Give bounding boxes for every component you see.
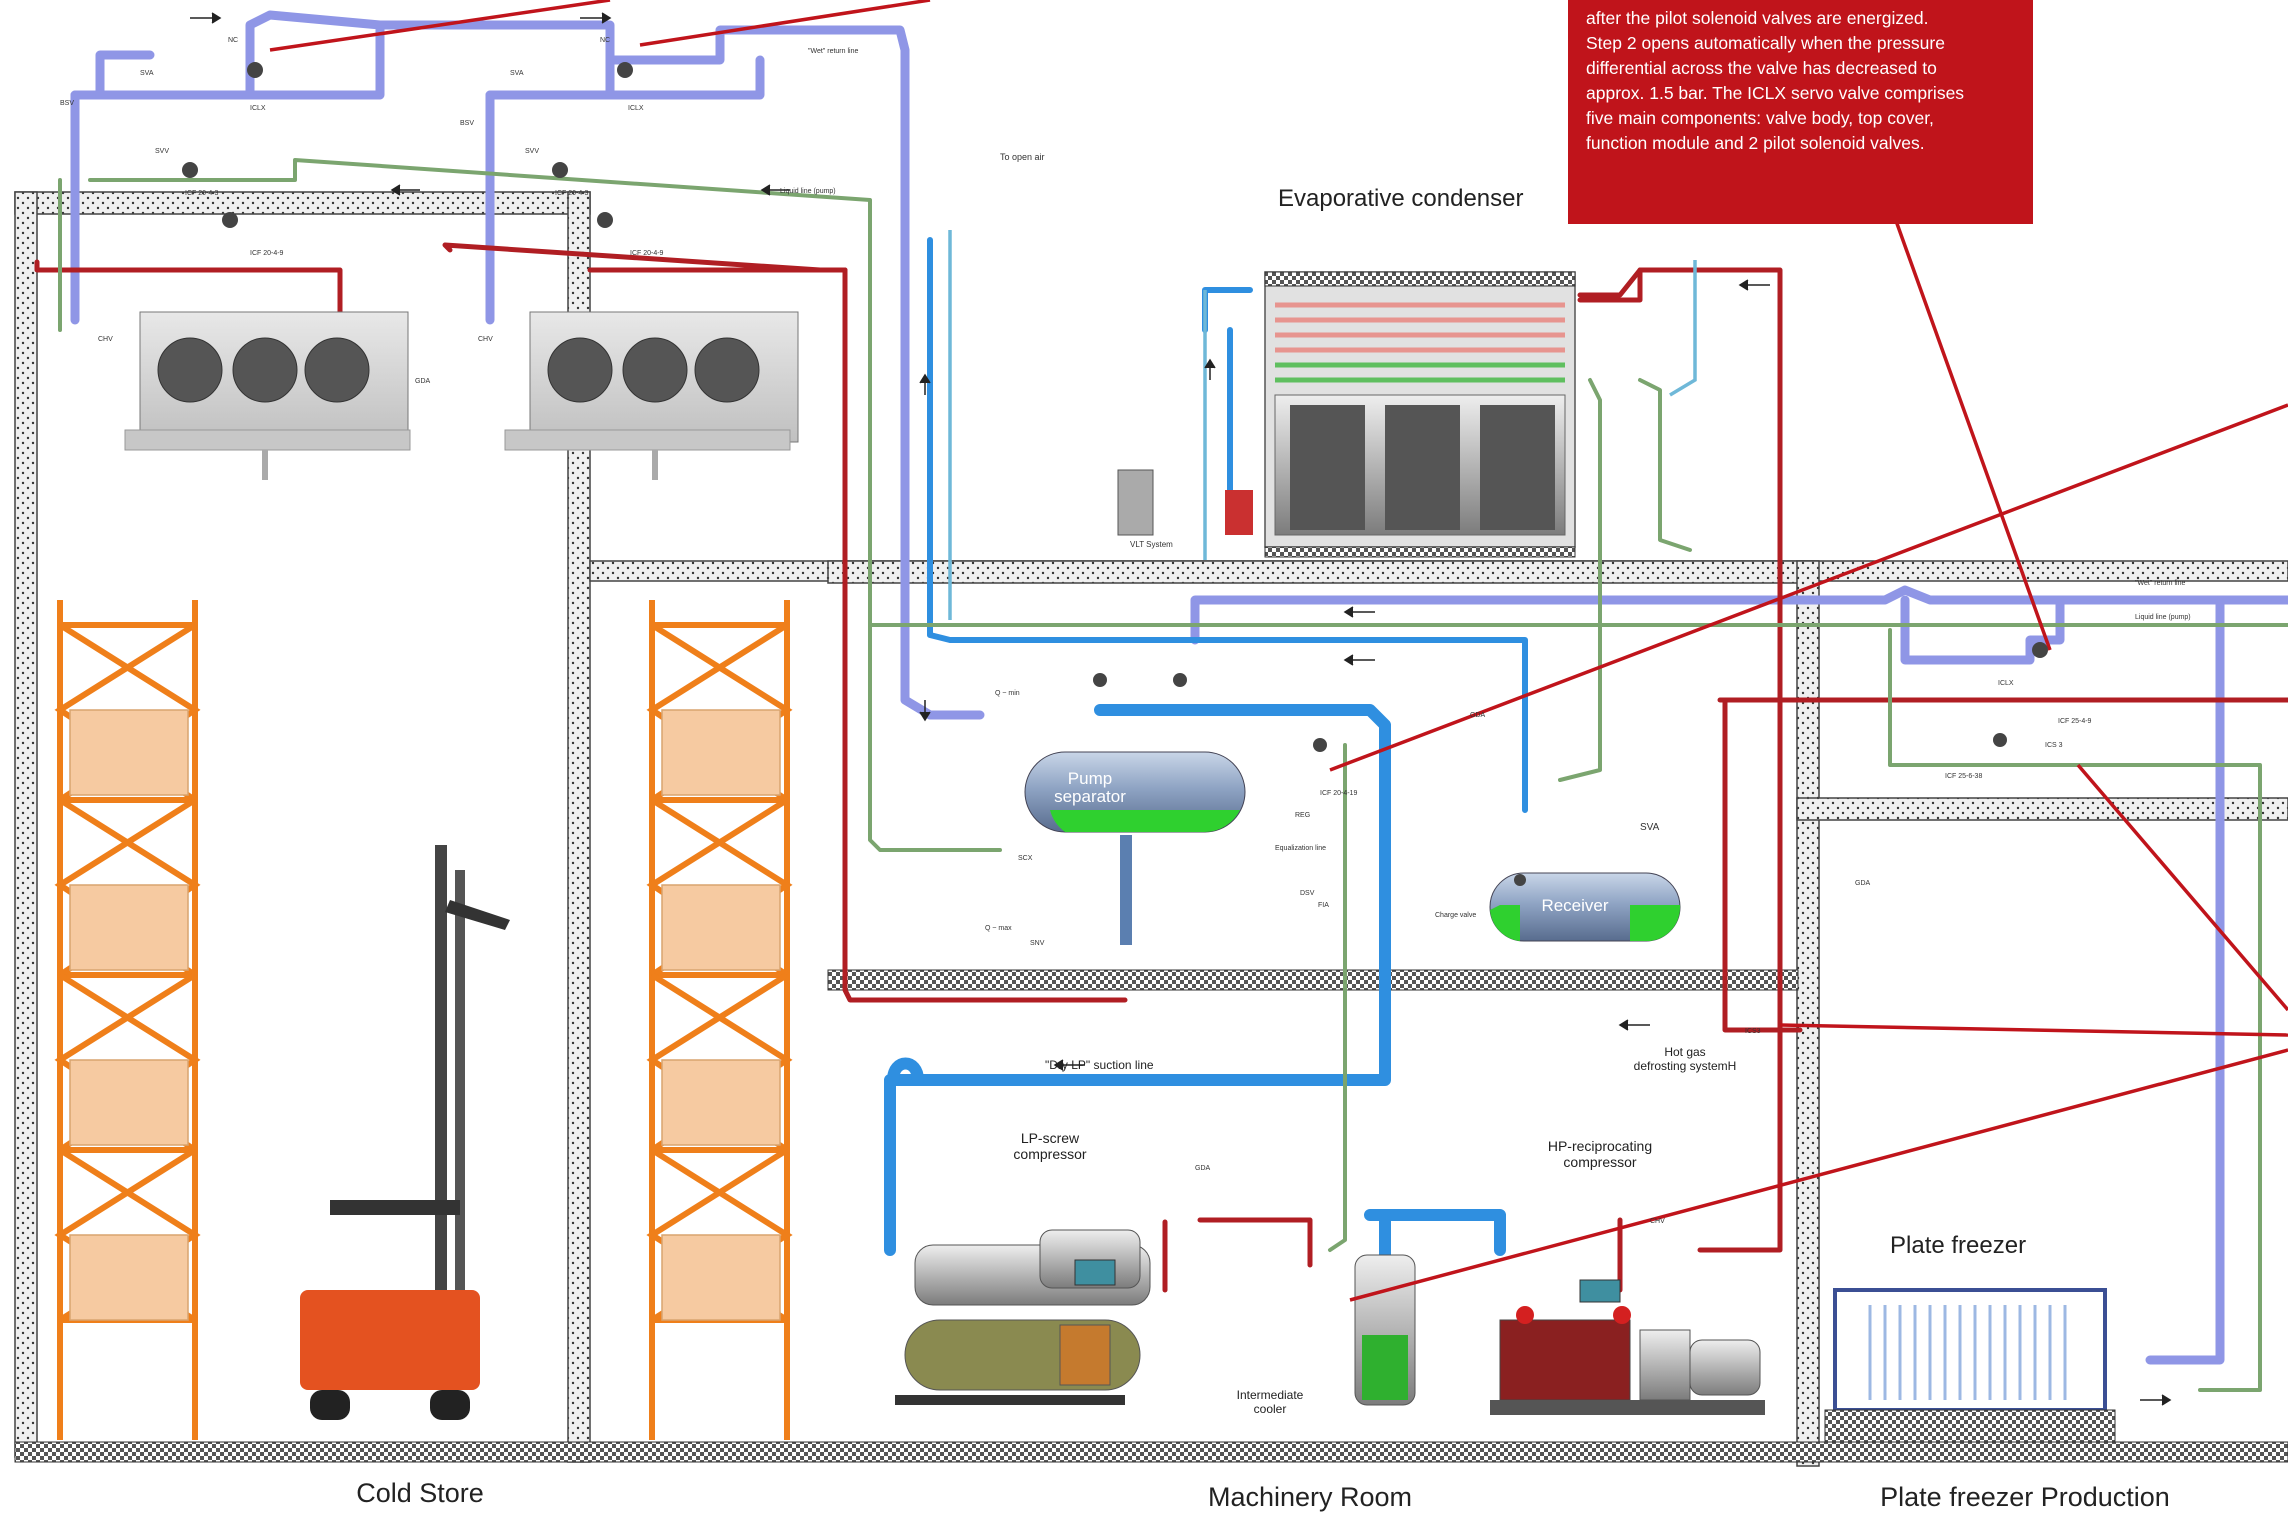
tag-gda-plate-freezer: GDA [1855,880,1871,887]
air-cooler-right [504,311,799,480]
tag-snv: SNV [1030,940,1045,947]
air-cooler-left [124,311,411,480]
forklift [300,845,510,1420]
receiver [1489,872,1681,942]
flow-arrows [190,12,2172,1406]
tag-icf-20-4-19: ICF 20-4-19 [1320,790,1358,797]
label-plate-freezer: Plate freezer [1890,1232,2027,1259]
label-equalization-line: Equalization line [1275,845,1326,852]
tag-gda-compressor: GDA [1195,1165,1211,1172]
tag-svv-2: SVV [525,148,540,155]
callout-line: differential across the valve has decrea… [1586,58,1937,78]
label-vlt-system: VLT System [1130,540,1173,549]
label-intermediate-cooler: Intermediate cooler [1236,1388,1304,1416]
tag-icf-20-4-9-1: ICF 20-4-9 [250,250,284,257]
plate-freezer [1824,1288,2116,1443]
label-liquid-line-pump-right: Liquid line (pump) [2135,614,2191,621]
tag-icf-20-4-3-1: ICF 20-4-3 [185,190,219,197]
tag-scx: SCX [1018,855,1033,862]
hp-reciprocating-compressor [1490,1279,1765,1415]
tag-bsv-1: BSV [60,100,75,107]
tag-iclx-2: ICLX [628,105,644,112]
tag-sva-receiver: SVA [1640,822,1660,833]
label-dry-lp-suction-line: "Dry LP" suction line [1045,1058,1154,1072]
valve-symbols [182,62,2048,886]
label-hp-reciprocating-compressor: HP-reciprocating compressor [1547,1138,1653,1170]
label-charge-valve: Charge valve [1435,912,1477,919]
callout-line: Step 2 opens automatically when the pres… [1586,33,1945,53]
tag-dsv: DSV [1300,890,1315,897]
tag-q-min: Q ~ min [995,690,1020,697]
tag-icf-25-6-38: ICF 25-6-38 [1945,773,1983,780]
tag-fia: FIA [1318,902,1329,909]
tag-chv-hp: CHV [1650,1218,1665,1225]
callout-box: after the pilot solenoid valves are ener… [1568,0,2033,224]
label-liquid-line-pump: Liquid line (pump) [780,188,836,195]
area-label-machinery-room: Machinery Room [1207,1482,1413,1512]
lp-screw-compressor [895,1229,1151,1405]
label-wet-return-line: "Wet" return line [808,48,859,55]
pump-liquid-line [948,230,1697,620]
tag-nc-1: NC [228,37,239,44]
area-label-cold-store: Cold Store [356,1478,484,1508]
intermediate-cooler [1354,1254,1416,1406]
liquid-line [58,158,2288,1392]
label-to-open-air: To open air [1000,152,1045,162]
tag-sva-1: SVA [140,70,154,77]
label-receiver: Receiver [1541,896,1609,915]
tag-sva-2: SVA [510,70,524,77]
callout-line: approx. 1.5 bar. The ICLX servo valve co… [1586,83,1965,103]
vlt-system [1117,469,1253,536]
tag-q-max: Q ~ max [985,925,1012,932]
tag-ics-3: ICS 3 [2045,742,2063,749]
tag-chv-1: CHV [98,336,113,343]
callout-leader-lines [269,0,2288,1302]
label-wet-return-line-right: "Wet" return line [2135,580,2186,587]
pallets [69,709,781,1321]
area-label-plate-freezer-production: Plate freezer Production [1880,1482,2170,1512]
tag-reg: REG [1295,812,1311,819]
tag-bsv-2: BSV [460,120,475,127]
tag-iclx-3: ICLX [1998,680,2014,687]
label-evaporative-condenser: Evaporative condenser [1278,185,1524,212]
evaporative-condenser [1264,271,1576,558]
tag-chv-2: CHV [478,336,493,343]
tag-nc-2: NC [600,37,611,44]
pump-separator [1024,751,1246,945]
tag-ics3: ICS3 [1745,1028,1761,1035]
tag-iclx-1: ICLX [250,105,266,112]
callout-line: five main components: valve body, top co… [1586,108,1934,128]
callout-line: after the pilot solenoid valves are ener… [1586,8,1929,28]
tag-icf-25-4-9: ICF 25-4-9 [2058,718,2092,725]
tag-icf-20-4-9-2: ICF 20-4-9 [630,250,664,257]
tag-icf-20-4-3-2: ICF 20-4-3 [555,190,589,197]
tag-svv-1: SVV [155,148,170,155]
label-pump-separator: Pump separator [1054,769,1126,806]
tag-gda-machinery: GDA [1470,712,1486,719]
wet-return-line [70,10,2288,1365]
label-lp-screw-compressor: LP-screw compressor [1013,1130,1087,1162]
callout-line: function module and 2 pilot solenoid val… [1586,133,1925,153]
label-hot-gas-defrost: Hot gas defrosting systemH [1633,1045,1737,1073]
tag-gda-cold-store: GDA [415,378,431,385]
